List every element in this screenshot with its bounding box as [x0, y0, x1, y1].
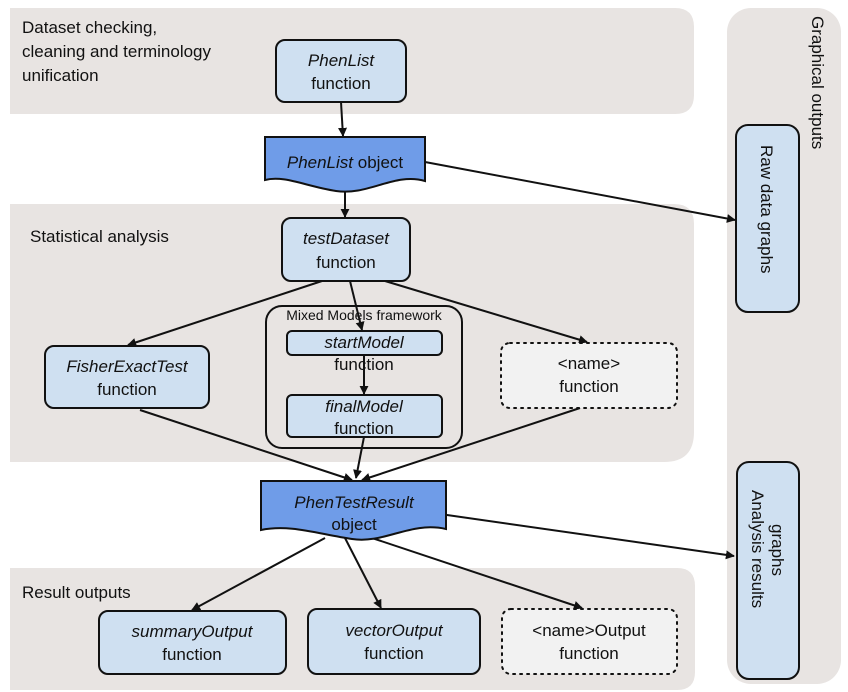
panel-title-dataset-checking: Dataset checking, cleaning and terminolo…: [22, 18, 216, 85]
startmodel-kind: function: [334, 355, 394, 374]
analysis-graphs-line2: graphs: [768, 524, 787, 576]
node-summaryoutput-function: summaryOutput function: [98, 610, 287, 675]
phenlist-fn-kind: function: [311, 74, 371, 93]
node-analysis-results-graphs: Analysis results graphs: [736, 461, 800, 680]
panel-title-graphical-outputs: Graphical outputs: [808, 16, 827, 149]
phenlist-fn-name: PhenList: [308, 51, 375, 70]
testdataset-name: testDataset: [303, 229, 390, 248]
summary-kind: function: [162, 645, 222, 664]
node-testdataset-function: testDataset function: [281, 217, 411, 282]
name-fn-line2: function: [559, 377, 619, 396]
edge-obj-to-rawgraphs: [424, 161, 736, 223]
mixed-models-label: Mixed Models framework: [286, 307, 443, 323]
phenlist-object-label: PhenList object: [287, 153, 404, 172]
fisher-name: FisherExactTest: [66, 357, 189, 376]
edge-result-to-analysisgraphs: [439, 513, 735, 560]
panel-title-statistical-analysis: Statistical analysis: [30, 227, 169, 246]
vector-kind: function: [364, 644, 424, 663]
nameoutput-line1: <name>Output: [532, 621, 646, 640]
testdataset-kind: function: [316, 253, 376, 272]
node-raw-data-graphs: Raw data graphs: [735, 124, 800, 313]
name-fn-line1: <name>: [558, 354, 620, 373]
node-vectoroutput-function: vectorOutput function: [307, 608, 481, 675]
edge-fisher-to-result: [139, 409, 353, 482]
edges: [127, 101, 736, 611]
node-phenlist-function: PhenList function: [275, 39, 407, 103]
finalmodel-kind: function: [334, 419, 394, 438]
node-fisherexacttest-function: FisherExactTest function: [44, 345, 210, 409]
node-nameoutput-function: <name>Output function: [501, 608, 678, 675]
node-finalmodel-function: finalModel function: [286, 394, 443, 438]
edge-result-to-vector: [344, 537, 382, 609]
node-phenlist-object: PhenList object: [264, 136, 426, 193]
edge-testdataset-to-namefn: [384, 280, 588, 344]
edge-result-to-nameoutput: [371, 537, 583, 610]
panel-title-result-outputs: Result outputs: [22, 583, 131, 602]
summary-name: summaryOutput: [132, 622, 254, 641]
nameoutput-line2: function: [559, 644, 619, 663]
edge-testdataset-to-fisher: [127, 280, 323, 347]
node-phentestresult-object: PhenTestResult object: [260, 480, 447, 541]
raw-graphs-label: Raw data graphs: [757, 145, 776, 274]
analysis-graphs-line1: Analysis results: [748, 490, 767, 608]
startmodel-name: startModel: [324, 333, 405, 352]
node-name-function: <name> function: [500, 342, 678, 409]
phentestresult-name: PhenTestResult: [294, 493, 415, 512]
edge-result-to-summary: [191, 537, 326, 611]
phentestresult-kind: object: [331, 515, 377, 534]
edge-finalmodel-to-result: [353, 436, 365, 479]
edge-namefn-to-result: [361, 407, 581, 482]
mixed-models-framework: Mixed Models framework: [265, 305, 463, 449]
node-startmodel-function: startModel function: [286, 330, 443, 374]
vector-name: vectorOutput: [345, 621, 444, 640]
fisher-kind: function: [97, 380, 157, 399]
finalmodel-name: finalModel: [325, 397, 404, 416]
edge-phenlistfn-to-obj: [338, 101, 348, 137]
